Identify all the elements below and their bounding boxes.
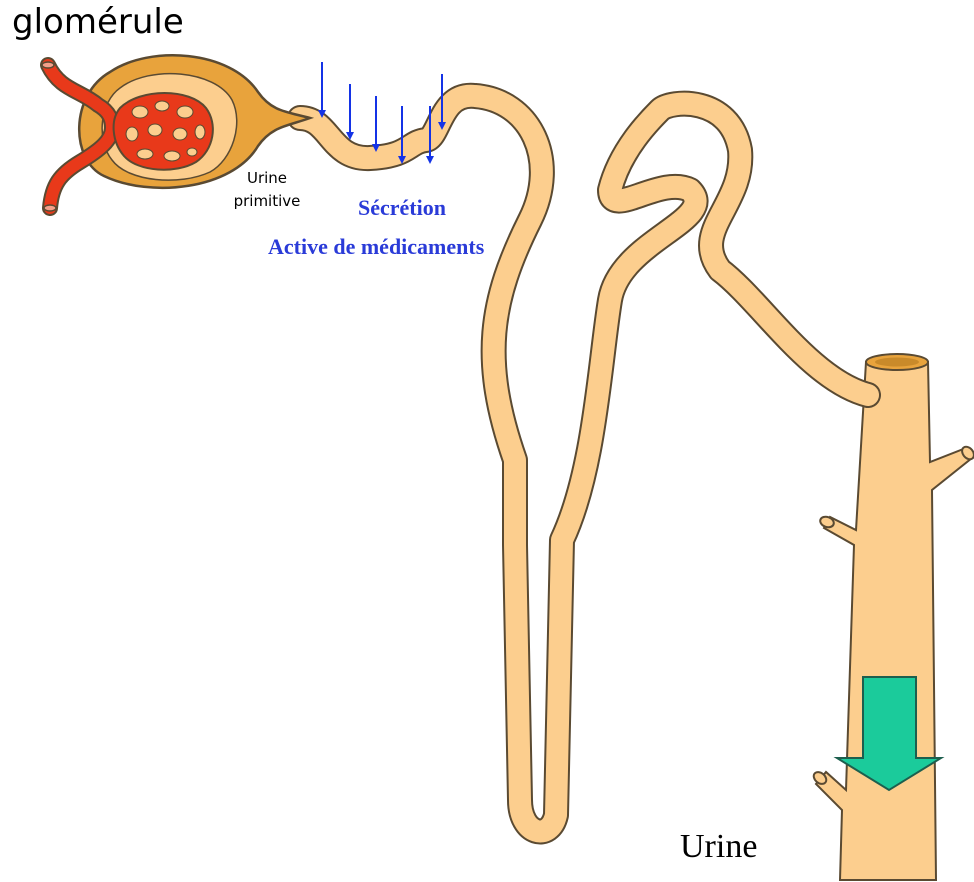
primitive-urine-label: Urine primitive bbox=[228, 167, 306, 213]
primitive-urine-line1: Urine bbox=[228, 167, 306, 190]
final-urine-label: Urine bbox=[680, 828, 757, 866]
secretion-label: Sécrétion bbox=[358, 195, 446, 221]
collecting-duct bbox=[811, 354, 974, 880]
glomerulus-label: glomérule bbox=[12, 2, 184, 42]
active-drug-secretion-label: Active de médicaments bbox=[268, 234, 484, 260]
primitive-urine-line2: primitive bbox=[228, 190, 306, 213]
